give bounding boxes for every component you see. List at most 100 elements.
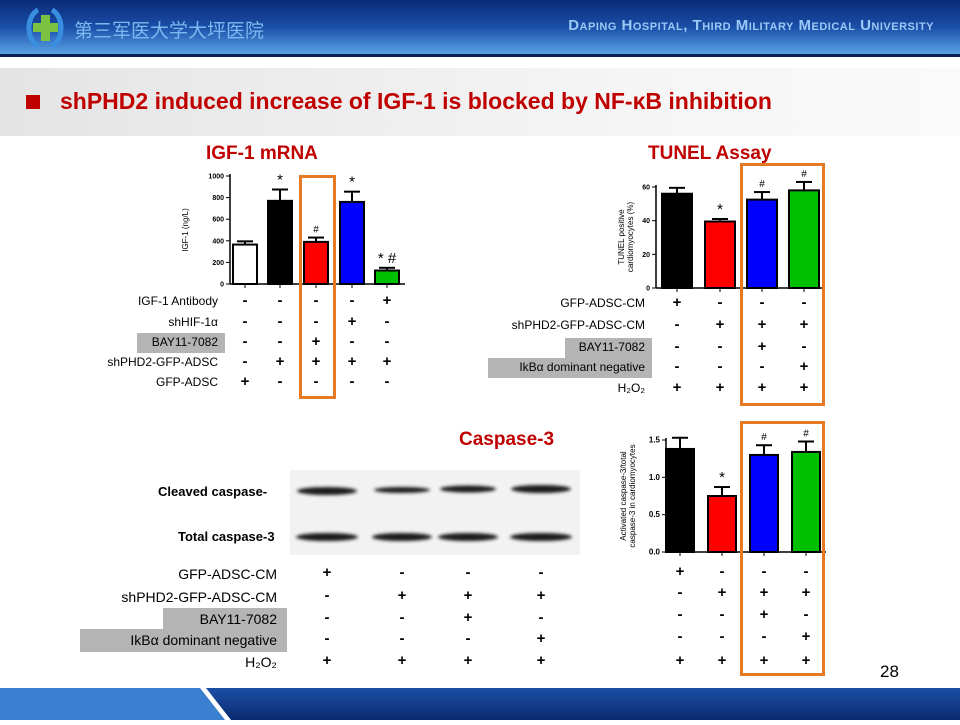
blot-condition-sign: +	[463, 587, 473, 604]
condition-sign: +	[382, 292, 392, 309]
condition-sign: +	[757, 338, 767, 355]
blot-condition-label: GFP-ADSC-CM	[178, 566, 277, 582]
condition-sign: -	[277, 292, 283, 309]
condition-sign: +	[672, 294, 682, 311]
condition-sign: -	[313, 292, 319, 309]
condition-sign: -	[349, 292, 355, 309]
condition-sign: -	[242, 333, 248, 350]
highlight-label-bg	[163, 608, 287, 631]
condition-sign: -	[719, 606, 725, 623]
condition-label: GFP-ADSC-CM	[560, 296, 645, 310]
bar	[232, 243, 258, 285]
condition-sign: +	[799, 379, 809, 396]
blot-condition-sign: -	[399, 564, 405, 581]
condition-sign: -	[674, 338, 680, 355]
cleaved-band-3	[440, 485, 496, 493]
condition-sign: -	[242, 313, 248, 330]
condition-label: H₂O₂	[617, 381, 645, 395]
condition-sign: +	[675, 563, 685, 580]
significance-marker: #	[313, 225, 319, 236]
blot-condition-sign: -	[324, 587, 330, 604]
condition-sign: +	[347, 313, 357, 330]
condition-sign: -	[313, 313, 319, 330]
hospital-chinese-name: 第三军医大学大坪医院	[74, 21, 265, 42]
bar	[374, 269, 400, 285]
condition-sign: +	[757, 379, 767, 396]
condition-sign: -	[277, 333, 283, 350]
condition-sign: +	[672, 379, 682, 396]
blot-condition-label: H₂O₂	[245, 654, 277, 670]
bar	[704, 220, 736, 289]
condition-label: IGF-1 Antibody	[137, 294, 218, 308]
condition-sign: +	[759, 606, 769, 623]
slide-title: shPHD2 induced increase of IGF-1 is bloc…	[60, 88, 772, 114]
condition-sign: -	[349, 373, 355, 390]
blot-condition-sign: -	[399, 630, 405, 647]
y-axis-label: Activated caspase-3/totalcaspase-3 in ca…	[619, 444, 637, 547]
y-tick-label: 800	[212, 195, 224, 202]
condition-sign: +	[275, 353, 285, 370]
condition-sign: -	[349, 333, 355, 350]
y-axis-label-line: caspase-3 in cardiomyocytes	[628, 444, 637, 547]
blot-condition-sign: +	[536, 652, 546, 669]
y-axis-label-line: TUNEL positive	[617, 209, 626, 265]
condition-label: shPHD2-GFP-ADSC-CM	[511, 318, 645, 332]
condition-sign: -	[674, 316, 680, 333]
condition-sign: -	[759, 294, 765, 311]
condition-label: BAY11-7082	[578, 340, 645, 354]
blot-condition-sign: +	[322, 564, 332, 581]
highlight-label-bg	[80, 629, 287, 652]
bar	[707, 495, 737, 553]
footer-bar	[0, 688, 960, 720]
condition-sign: -	[313, 373, 319, 390]
y-tick-label: 20	[642, 252, 650, 259]
condition-sign: +	[347, 353, 357, 370]
page-number: 28	[880, 662, 899, 681]
total-caspase-label: Total caspase-3	[178, 529, 275, 544]
blot-condition-sign: -	[324, 630, 330, 647]
condition-sign: +	[311, 353, 321, 370]
significance-marker: #	[759, 179, 765, 190]
condition-sign: -	[717, 294, 723, 311]
blot-condition-sign: +	[536, 587, 546, 604]
total-band-2	[372, 533, 432, 541]
condition-sign: -	[277, 313, 283, 330]
significance-marker: *	[719, 469, 725, 486]
condition-sign: +	[757, 316, 767, 333]
condition-sign: -	[761, 563, 767, 580]
significance-marker: *	[717, 201, 723, 218]
condition-sign: -	[717, 358, 723, 375]
y-tick-label: 1000	[208, 174, 224, 181]
condition-label: BAY11-7082	[151, 335, 218, 349]
condition-sign: +	[801, 584, 811, 601]
y-tick-label: 40	[642, 218, 650, 225]
y-axis-label: IGF-1 (ng/L)	[181, 208, 190, 252]
condition-sign: -	[803, 606, 809, 623]
y-tick-label: 0.0	[649, 548, 661, 557]
condition-sign: -	[801, 338, 807, 355]
condition-sign: +	[715, 379, 725, 396]
condition-sign: +	[311, 333, 321, 350]
condition-sign: -	[719, 628, 725, 645]
blot-condition-label: shPHD2-GFP-ADSC-CM	[121, 589, 277, 605]
igf1-chart-title: IGF-1 mRNA	[206, 143, 318, 164]
condition-sign: -	[677, 606, 683, 623]
condition-sign: -	[719, 563, 725, 580]
significance-marker: *	[277, 172, 283, 189]
blot-condition-sign: -	[399, 609, 405, 626]
condition-sign: +	[240, 373, 250, 390]
significance-marker: * #	[378, 250, 397, 267]
condition-sign: +	[675, 652, 685, 669]
total-band-1	[296, 533, 358, 541]
condition-label: IkBα dominant negative	[519, 360, 645, 374]
y-tick-label: 60	[642, 185, 650, 192]
condition-sign: +	[717, 584, 727, 601]
tunel-chart-title: TUNEL Assay	[648, 143, 772, 164]
blot-condition-label: IkBα dominant negative	[130, 632, 277, 648]
total-band-4	[510, 533, 572, 541]
highlight-label-bg	[137, 333, 225, 353]
condition-sign: +	[715, 316, 725, 333]
y-tick-label: 200	[212, 260, 224, 267]
